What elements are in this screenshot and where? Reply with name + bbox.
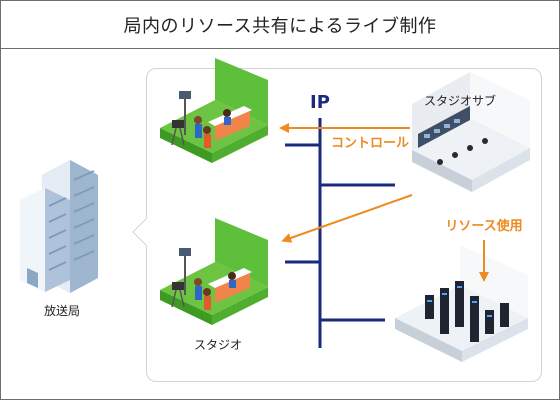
control-label: コントロール [331, 136, 409, 151]
ip-label: IP [310, 92, 330, 113]
studio-icon-top [160, 58, 268, 163]
diagram-title: 局内のリソース共有によるライブ制作 [123, 15, 437, 37]
diagonal-arrow [281, 194, 413, 243]
broadcaster-label: 放送局 [44, 303, 80, 318]
broadcaster-building-icon [20, 160, 98, 293]
studio-sub-label: スタジオサブ [424, 93, 496, 108]
resource-use-label: リソース使用 [445, 218, 522, 234]
studio-label: スタジオ [194, 338, 242, 352]
control-room-icon [412, 72, 530, 192]
title-bar: 局内のリソース共有によるライブ制作 [1, 1, 559, 49]
studio-icon-bottom [160, 218, 268, 325]
server-room-icon [395, 245, 528, 362]
ip-network [285, 118, 395, 348]
callout-pointer [132, 217, 148, 247]
